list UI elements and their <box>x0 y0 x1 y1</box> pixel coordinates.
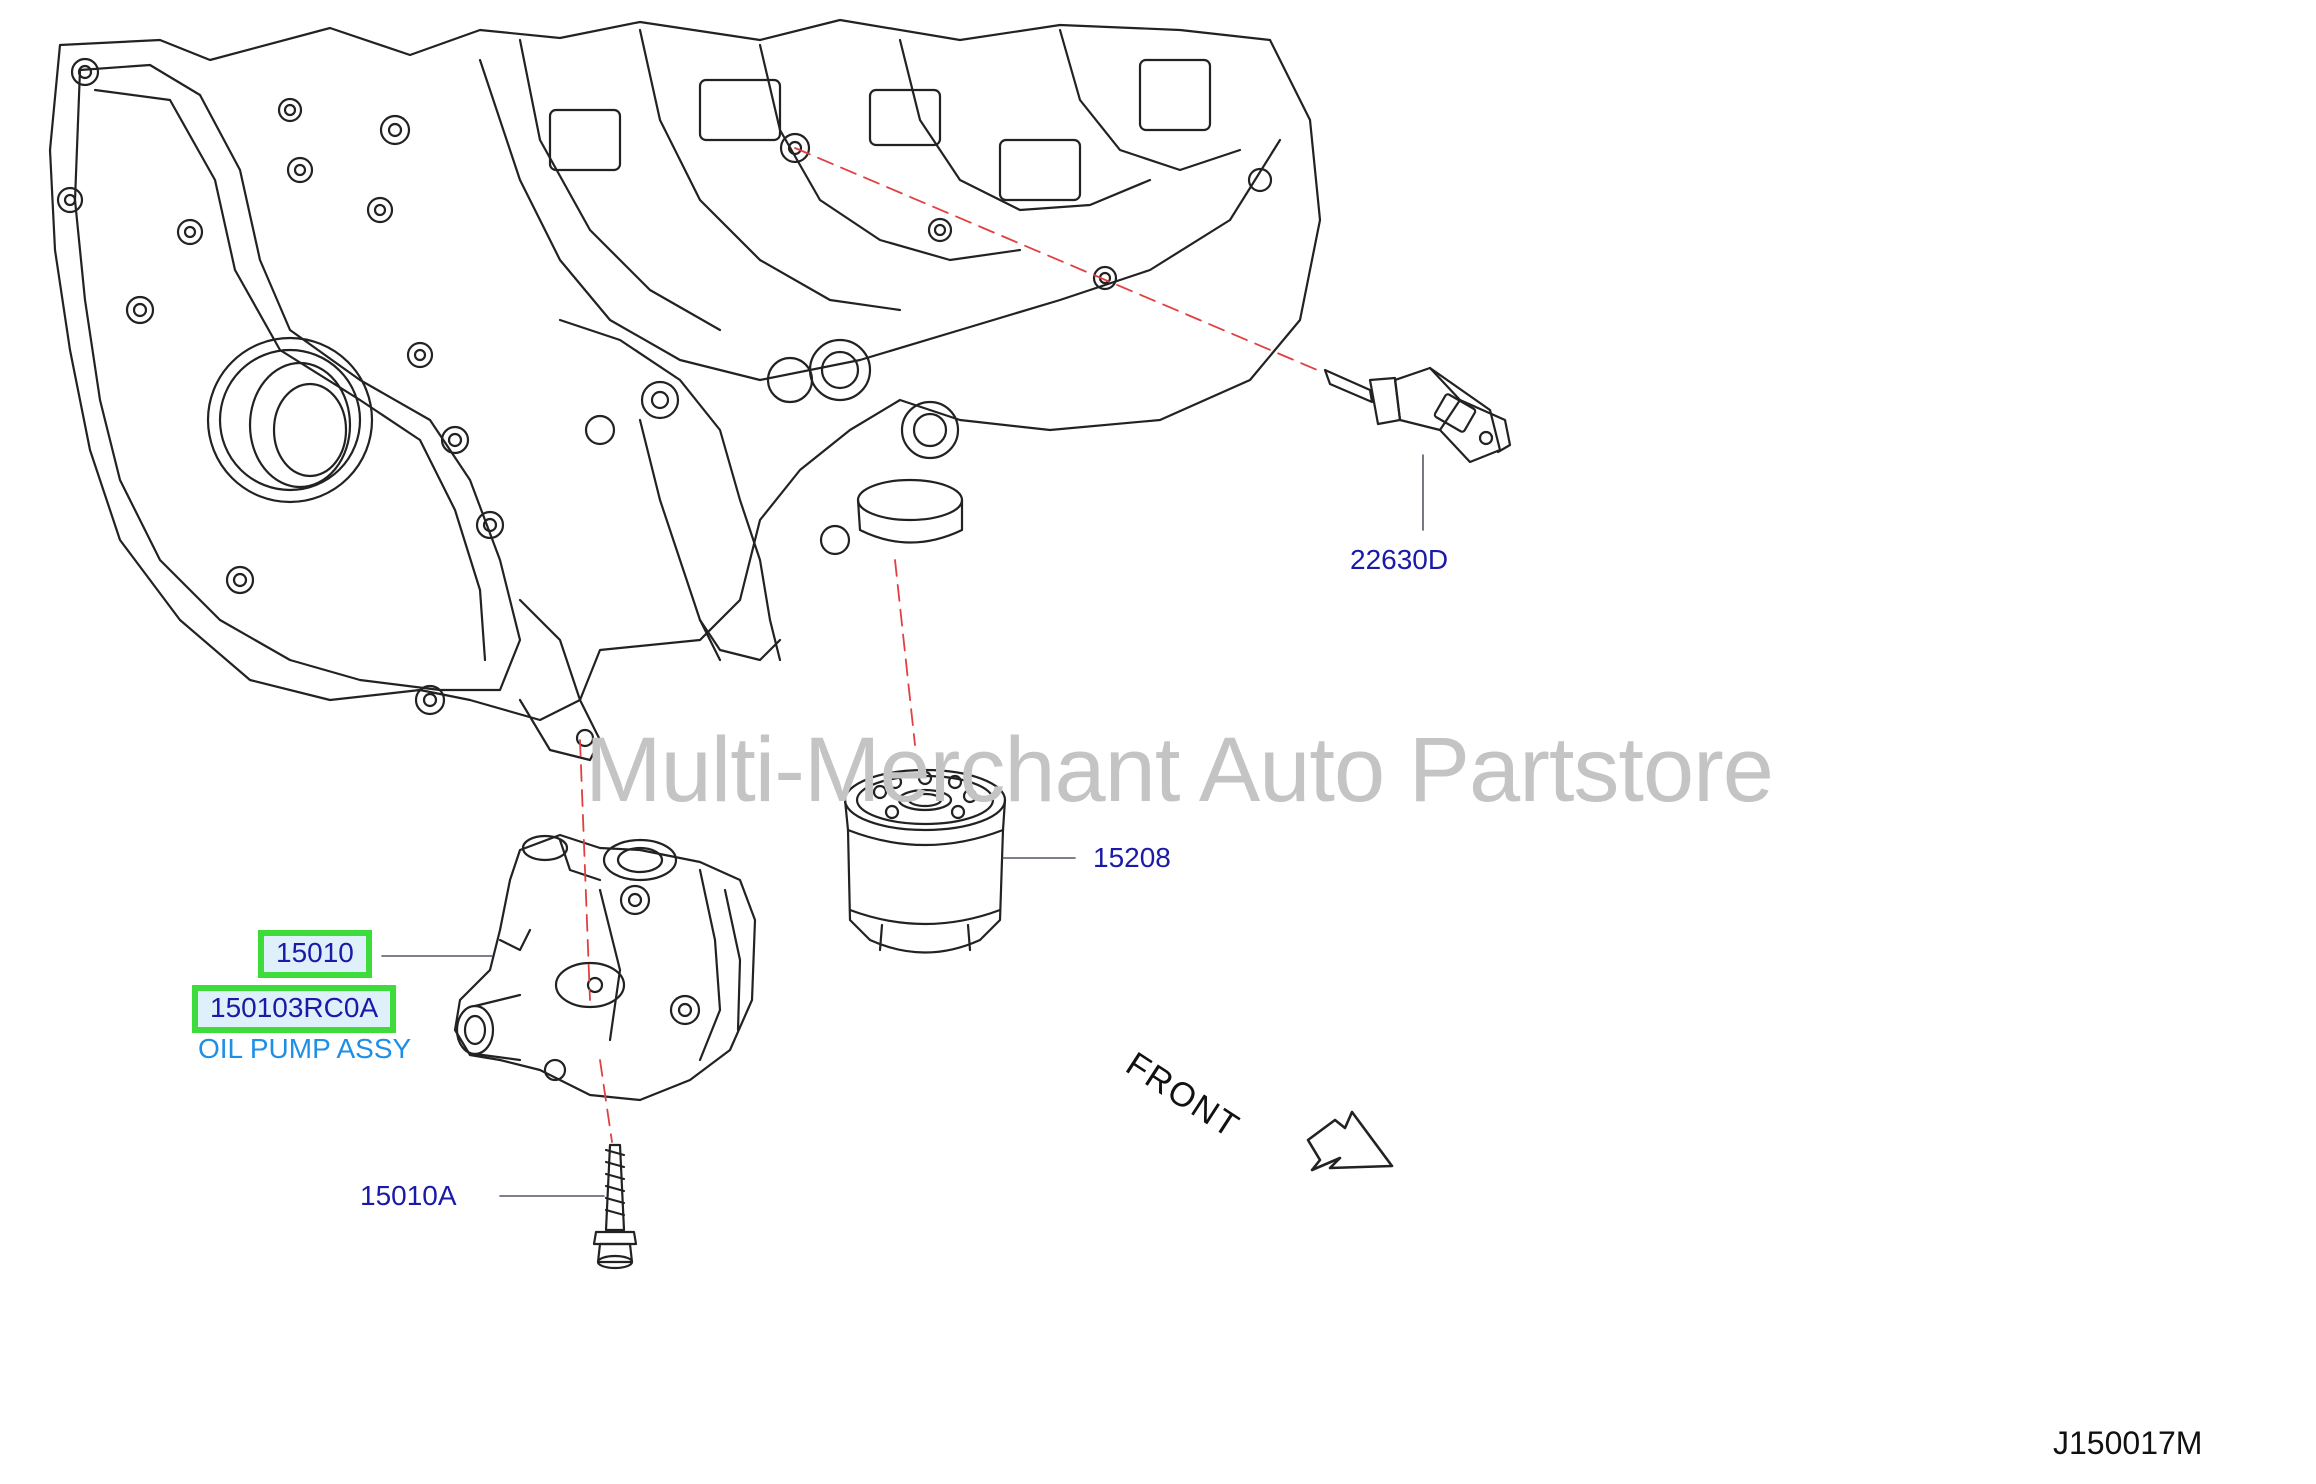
coolant-temperature-sensor <box>1323 366 1512 464</box>
oil-filter <box>843 768 1007 954</box>
callout-bolt: 15010A <box>360 1180 457 1211</box>
callout-oil-filter: 15208 <box>1093 842 1171 873</box>
dash-filter <box>894 559 916 746</box>
oil-pump-bolt <box>592 1143 638 1270</box>
watermark: Multi-Merchant Auto Partstore <box>585 719 1774 821</box>
callout-sensor: 22630D <box>1350 544 1449 575</box>
dash-pump-bolt <box>599 1059 613 1143</box>
callout-pump-name: OIL PUMP ASSY <box>198 1033 412 1064</box>
oil-pump-assy <box>453 833 757 1102</box>
callout-pump-part-number: 150103RC0A <box>192 985 397 1033</box>
dash-sensor <box>794 147 1323 373</box>
engine-block <box>48 18 1322 762</box>
dash-pump-top <box>579 739 591 1001</box>
callout-pump-ref: 15010 <box>258 930 372 978</box>
front-arrow-icon <box>1306 1110 1394 1172</box>
diagram-code: J150017M <box>2053 1425 2203 1461</box>
